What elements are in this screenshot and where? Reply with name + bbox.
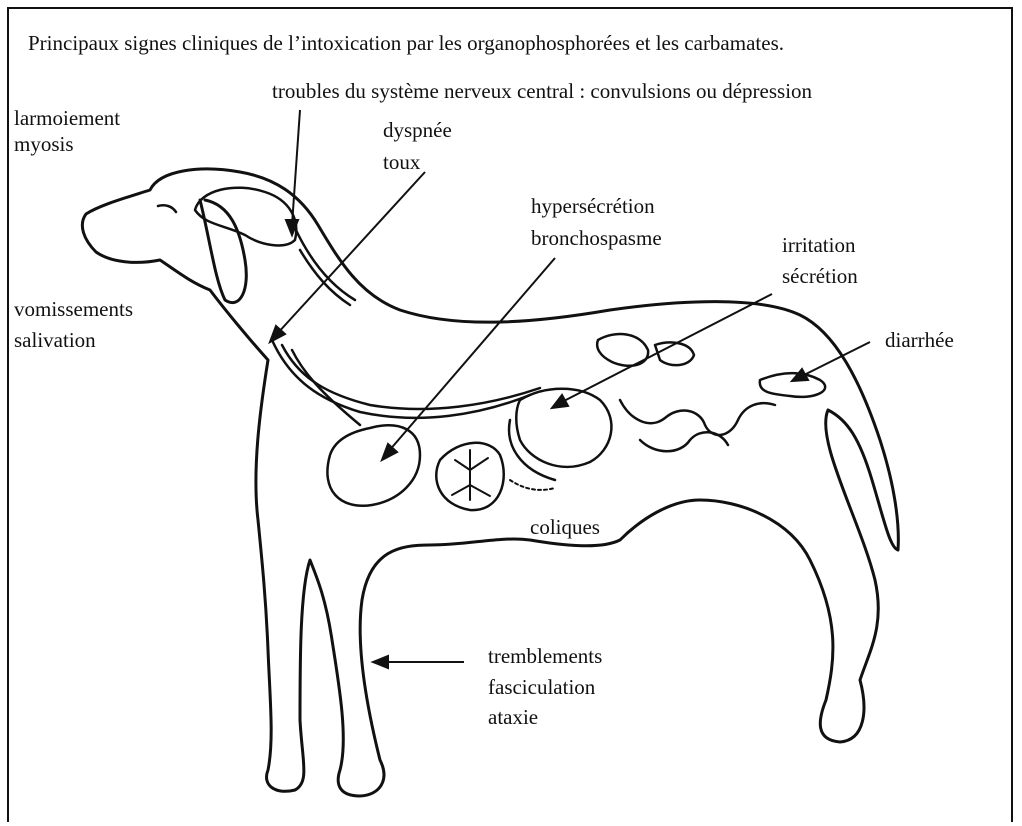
label-cns: troubles du système nerveux central : co… — [272, 79, 812, 104]
dog-outline — [82, 169, 898, 796]
label-salivation: salivation — [14, 328, 96, 353]
label-vomissements: vomissements — [14, 297, 133, 322]
label-bronchospasme: bronchospasme — [531, 226, 662, 251]
label-secretion: sécrétion — [782, 264, 858, 289]
label-myosis: myosis — [14, 132, 74, 157]
label-hypersecretion: hypersécrétion — [531, 194, 655, 219]
label-larmoiement: larmoiement — [14, 106, 120, 131]
label-ataxie: ataxie — [488, 705, 538, 730]
label-irritation: irritation — [782, 233, 855, 258]
label-diarrhee: diarrhée — [885, 328, 954, 353]
label-dyspnee: dyspnée — [383, 118, 452, 143]
label-fasciculation: fasciculation — [488, 675, 595, 700]
label-toux: toux — [383, 150, 420, 175]
label-coliques: coliques — [530, 515, 600, 540]
label-tremblements: tremblements — [488, 644, 602, 669]
